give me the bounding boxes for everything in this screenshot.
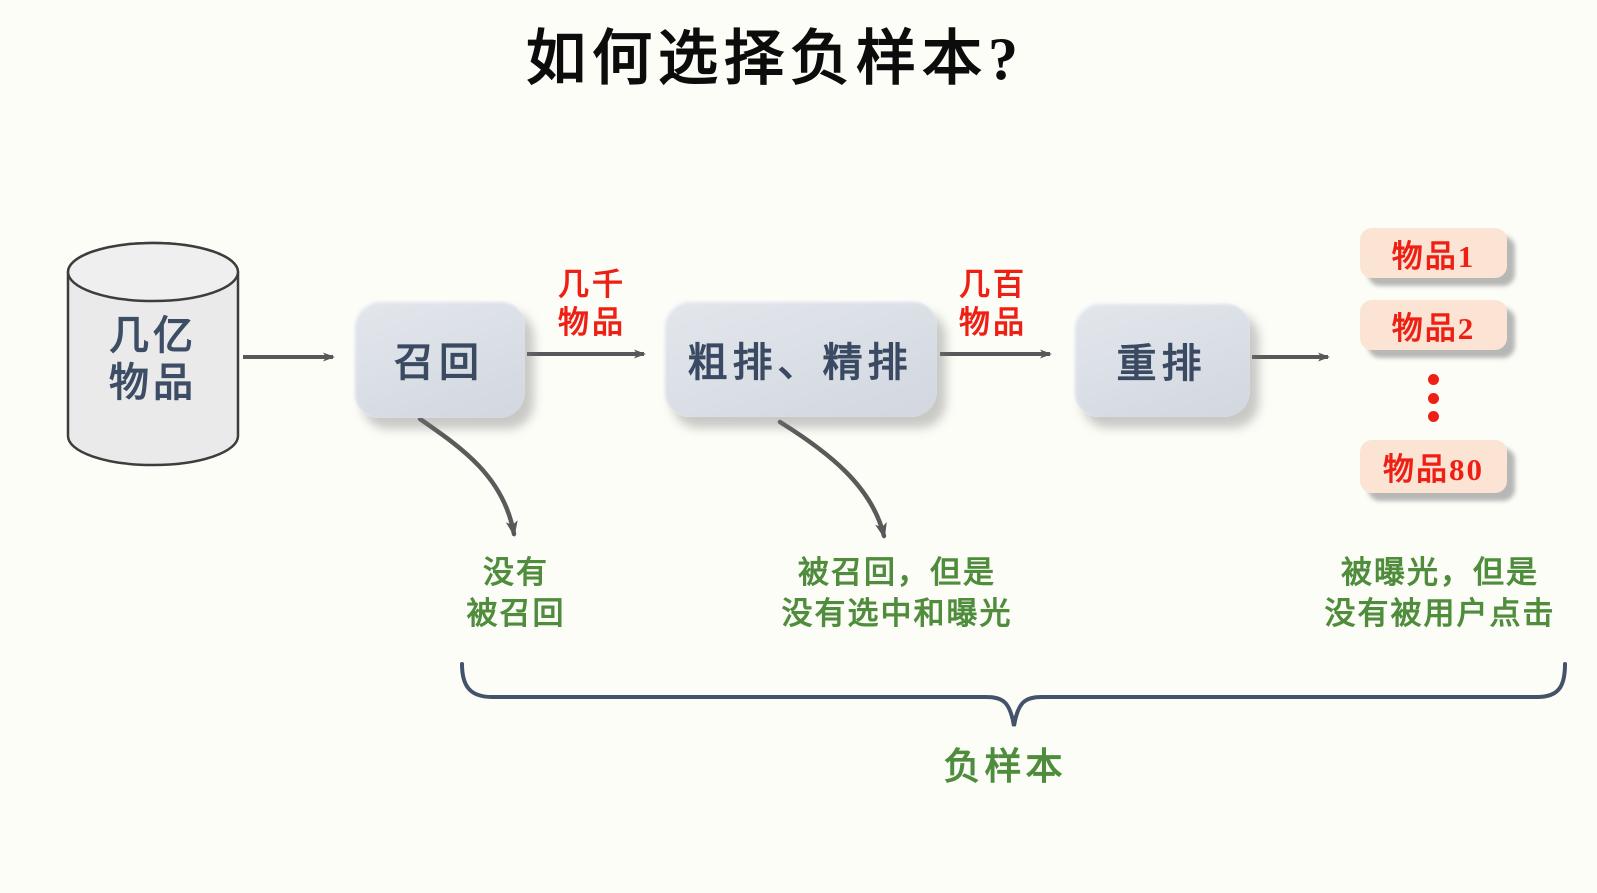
ellipsis-dot: [1427, 392, 1439, 404]
note-recalled-not-exposed-line1: 被召回，但是: [798, 555, 996, 590]
annotation-arrows: [417, 416, 887, 539]
note-exposed-not-clicked-line1: 被曝光，但是: [1341, 555, 1539, 590]
item-card-80: 物品80: [1360, 440, 1507, 493]
edge-label-thousands: 几千 物品: [512, 266, 672, 342]
stage-rerank-label: 重排: [1116, 340, 1207, 386]
edge-label-thousands-line2: 物品: [558, 305, 626, 340]
negative-samples-brace: [460, 662, 1567, 727]
vertical-ellipsis-icon: [1418, 374, 1448, 422]
database-label: 几亿 物品: [68, 312, 238, 406]
note-exposed-not-clicked: 被曝光，但是 没有被用户点击: [1260, 552, 1597, 634]
arrow-recall-to-note: [417, 416, 518, 537]
edge-label-hundreds: 几百 物品: [913, 266, 1073, 342]
stage-recall: 召回: [353, 300, 525, 418]
item-card-2: 物品2: [1360, 300, 1507, 350]
database-label-line1: 几亿: [109, 313, 197, 358]
arrow-ranking-to-note: [777, 419, 887, 539]
ellipsis-dot: [1427, 411, 1439, 422]
stage-recall-label: 召回: [394, 340, 484, 385]
item-card-1: 物品1: [1360, 228, 1507, 278]
page-title: 如何选择负样本?: [526, 26, 1024, 92]
negative-samples-label: 负样本: [943, 747, 1067, 788]
stage-rerank: 重排: [1073, 302, 1250, 417]
edge-label-thousands-line1: 几千: [558, 267, 626, 302]
item-card-1-label: 物品1: [1391, 238, 1476, 274]
stage-ranking-label: 粗排、精排: [687, 339, 913, 385]
database-label-line2: 物品: [109, 360, 197, 405]
item-card-80-label: 物品80: [1383, 452, 1484, 487]
edge-label-hundreds-line1: 几百: [959, 267, 1027, 302]
note-recalled-not-exposed: 被召回，但是 没有选中和曝光: [717, 552, 1077, 634]
stage-ranking: 粗排、精排: [663, 300, 937, 417]
note-recalled-not-exposed-line2: 没有选中和曝光: [781, 596, 1013, 631]
edge-label-hundreds-line2: 物品: [959, 305, 1027, 340]
item-card-2-label: 物品2: [1391, 310, 1476, 346]
note-not-recalled-line2: 被召回: [466, 596, 566, 631]
note-not-recalled-line1: 没有: [483, 555, 549, 590]
note-exposed-not-clicked-line2: 没有被用户点击: [1324, 596, 1556, 631]
ellipsis-dot: [1427, 374, 1439, 385]
note-not-recalled: 没有 被召回: [386, 552, 646, 634]
